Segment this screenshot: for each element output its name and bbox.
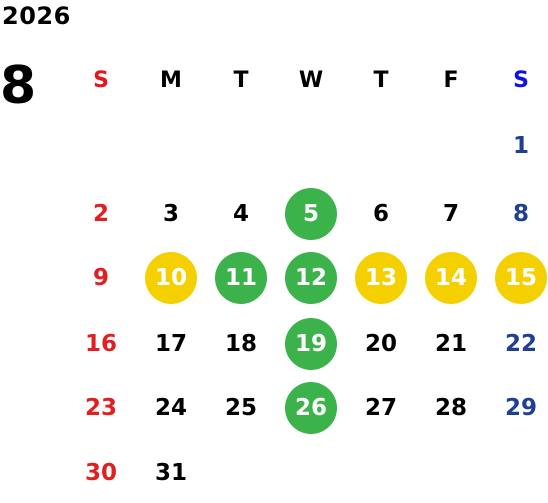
weekday-header-friday: F <box>443 67 459 93</box>
month-label: 8 <box>0 56 37 116</box>
calendar-week-row: 16 17 18 19 20 21 22 <box>66 316 548 372</box>
weekday-header-thursday: T <box>373 67 389 93</box>
year-label: 2026 <box>2 2 71 30</box>
calendar-date[interactable]: 25 <box>224 395 257 421</box>
calendar-day-cell <box>486 445 548 501</box>
weekday-header-saturday: S <box>513 67 529 93</box>
calendar-day-cell[interactable]: 12 <box>276 250 346 306</box>
calendar-day-cell[interactable]: 9 <box>66 250 136 306</box>
calendar-date[interactable]: 16 <box>84 331 117 357</box>
calendar-day-cell[interactable]: 2 <box>66 186 136 242</box>
weekday-header-monday: M <box>160 67 182 93</box>
calendar-week-row: 9 10 11 12 13 14 15 <box>66 250 548 306</box>
calendar-date[interactable]: 29 <box>504 395 537 421</box>
calendar-day-cell[interactable]: 18 <box>206 316 276 372</box>
calendar-date[interactable]: 2 <box>92 201 109 227</box>
calendar-day-cell <box>346 118 416 174</box>
calendar-day-cell[interactable]: 10 <box>136 250 206 306</box>
highlighted-date-green[interactable]: 11 <box>215 252 267 304</box>
calendar-week-row: 23 24 25 26 27 28 29 <box>66 380 548 436</box>
calendar-day-cell <box>206 445 276 501</box>
weekday-header-sunday: S <box>93 67 109 93</box>
highlighted-date-yellow[interactable]: 13 <box>355 252 407 304</box>
calendar-week-row: 1 <box>66 118 548 174</box>
calendar-day-cell[interactable]: 15 <box>486 250 548 306</box>
calendar-date[interactable]: 18 <box>224 331 257 357</box>
weekday-header-wednesday: W <box>298 67 324 93</box>
calendar-day-cell[interactable]: 20 <box>346 316 416 372</box>
calendar-date[interactable]: 9 <box>92 265 109 291</box>
calendar-date[interactable]: 4 <box>232 201 249 227</box>
weekday-header-tuesday: T <box>233 67 249 93</box>
calendar-date[interactable]: 17 <box>154 331 187 357</box>
calendar-date[interactable]: 21 <box>434 331 467 357</box>
calendar-day-cell[interactable]: 23 <box>66 380 136 436</box>
calendar-day-cell[interactable]: 13 <box>346 250 416 306</box>
calendar-day-cell[interactable]: 19 <box>276 316 346 372</box>
calendar-day-cell[interactable]: 16 <box>66 316 136 372</box>
calendar-day-cell[interactable]: 1 <box>486 118 548 174</box>
calendar-day-cell[interactable]: 11 <box>206 250 276 306</box>
highlighted-date-green[interactable]: 12 <box>285 252 337 304</box>
calendar-day-cell[interactable]: 22 <box>486 316 548 372</box>
calendar-date[interactable]: 6 <box>372 201 389 227</box>
calendar-date[interactable]: 7 <box>442 201 459 227</box>
calendar-day-cell <box>416 118 486 174</box>
calendar-day-cell <box>276 118 346 174</box>
calendar-date[interactable]: 3 <box>162 201 179 227</box>
calendar-day-cell[interactable]: 25 <box>206 380 276 436</box>
calendar-date[interactable]: 24 <box>154 395 187 421</box>
calendar-day-cell[interactable]: 4 <box>206 186 276 242</box>
calendar-day-cell <box>346 445 416 501</box>
calendar-day-cell[interactable]: 8 <box>486 186 548 242</box>
weekday-header-row: S M T W T F S <box>66 52 548 108</box>
highlighted-date-green[interactable]: 19 <box>285 318 337 370</box>
calendar-day-cell[interactable]: 26 <box>276 380 346 436</box>
calendar-week-row: 30 31 <box>66 445 548 501</box>
calendar-day-cell <box>416 445 486 501</box>
calendar-day-cell[interactable]: 14 <box>416 250 486 306</box>
calendar-day-cell[interactable]: 29 <box>486 380 548 436</box>
calendar-date[interactable]: 1 <box>512 133 529 159</box>
calendar-day-cell[interactable]: 28 <box>416 380 486 436</box>
calendar-day-cell[interactable]: 27 <box>346 380 416 436</box>
calendar-date[interactable]: 23 <box>84 395 117 421</box>
calendar-week-row: 2 3 4 5 6 7 8 <box>66 186 548 242</box>
highlighted-date-yellow[interactable]: 14 <box>425 252 477 304</box>
calendar-day-cell[interactable]: 31 <box>136 445 206 501</box>
calendar-date[interactable]: 22 <box>504 331 537 357</box>
calendar-date[interactable]: 8 <box>512 201 529 227</box>
highlighted-date-yellow[interactable]: 15 <box>495 252 547 304</box>
calendar-day-cell[interactable]: 21 <box>416 316 486 372</box>
highlighted-date-yellow[interactable]: 10 <box>145 252 197 304</box>
calendar-date[interactable]: 20 <box>364 331 397 357</box>
calendar-date[interactable]: 30 <box>84 460 117 486</box>
calendar-day-cell[interactable]: 30 <box>66 445 136 501</box>
calendar-day-cell[interactable]: 3 <box>136 186 206 242</box>
calendar-day-cell <box>276 445 346 501</box>
calendar-day-cell[interactable]: 17 <box>136 316 206 372</box>
highlighted-date-green[interactable]: 5 <box>285 188 337 240</box>
calendar-day-cell[interactable]: 24 <box>136 380 206 436</box>
calendar-day-cell[interactable]: 5 <box>276 186 346 242</box>
calendar-day-cell <box>136 118 206 174</box>
calendar-day-cell <box>206 118 276 174</box>
calendar-day-cell[interactable]: 7 <box>416 186 486 242</box>
calendar-day-cell[interactable]: 6 <box>346 186 416 242</box>
calendar-date[interactable]: 27 <box>364 395 397 421</box>
calendar-date[interactable]: 31 <box>154 460 187 486</box>
highlighted-date-green[interactable]: 26 <box>285 382 337 434</box>
calendar-day-cell <box>66 118 136 174</box>
calendar-date[interactable]: 28 <box>434 395 467 421</box>
